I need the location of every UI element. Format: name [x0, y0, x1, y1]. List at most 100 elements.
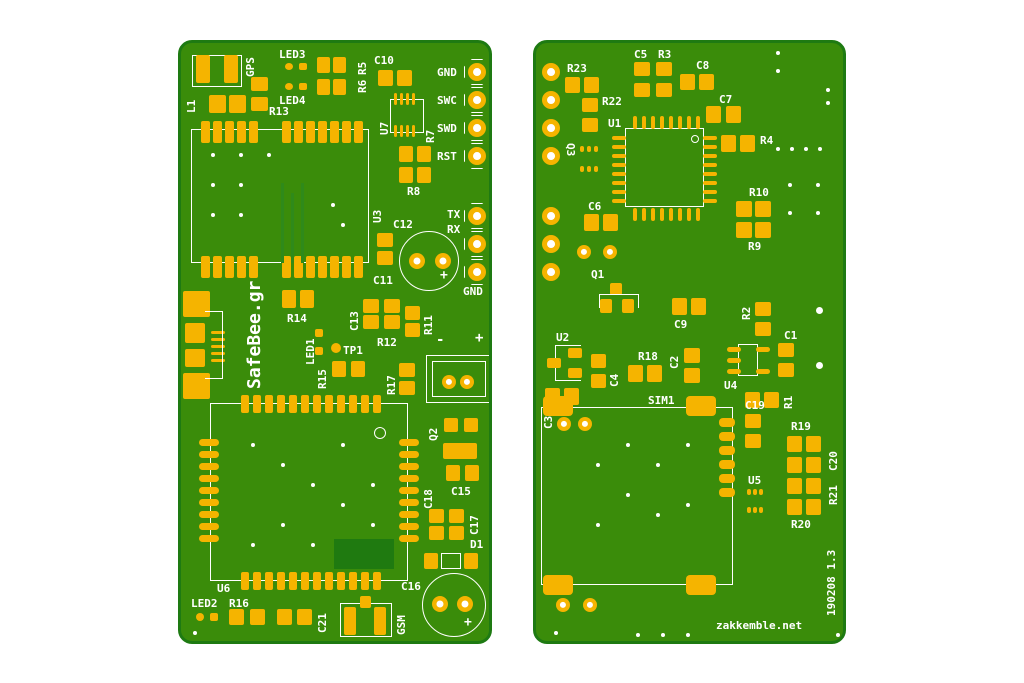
u6-pin — [399, 499, 419, 506]
via — [341, 503, 345, 507]
r16-pad — [250, 609, 265, 625]
via — [836, 633, 840, 637]
u3-gps-module-outline — [191, 129, 369, 263]
u1-pin — [633, 208, 637, 221]
q3-pin — [594, 166, 598, 172]
c7-pad — [706, 106, 721, 123]
u6-pin — [199, 439, 219, 446]
usb-pin — [211, 338, 225, 341]
c7-pad — [726, 106, 741, 123]
tx-pin[interactable] — [468, 207, 486, 225]
u6-pin — [399, 463, 419, 470]
u1-pin — [687, 116, 691, 129]
u3-pin — [213, 256, 222, 278]
via — [211, 213, 215, 217]
u6-pin — [289, 395, 297, 413]
u6-pin — [373, 572, 381, 590]
r5-label: R5 — [356, 61, 369, 75]
via — [776, 147, 780, 151]
u5-pin — [759, 489, 763, 495]
r18-label: R18 — [638, 350, 658, 363]
edge-pin — [542, 63, 560, 81]
edge-pin — [542, 263, 560, 281]
via — [371, 483, 375, 487]
rst-pin[interactable] — [468, 147, 486, 165]
header-pin-outline — [464, 143, 489, 169]
u6-pin — [265, 395, 273, 413]
c4-label: C4 — [608, 373, 621, 387]
u5-pin — [753, 507, 757, 513]
u7-pin — [412, 125, 415, 137]
battery-connector-inner — [432, 361, 486, 397]
usb-pin — [211, 331, 225, 334]
c17-label: C17 — [468, 515, 481, 535]
c12-label: C12 — [393, 218, 413, 231]
gnd-pin[interactable] — [468, 63, 486, 81]
u6-pin — [349, 572, 357, 590]
usb-pin — [211, 345, 225, 348]
c6-pad — [603, 214, 618, 231]
u1-pin — [660, 116, 664, 129]
r9-pad — [736, 222, 752, 238]
u6-label: U6 — [217, 582, 231, 595]
via — [656, 513, 660, 517]
r3-label: R3 — [658, 48, 672, 61]
c15-pad — [446, 465, 460, 481]
c7-label: C7 — [719, 93, 733, 106]
header-pin-outline — [464, 203, 489, 229]
r10-label: R10 — [749, 186, 769, 199]
via — [686, 503, 690, 507]
edge-pin — [542, 147, 560, 165]
led3-label: LED3 — [279, 48, 306, 61]
u1-pin — [642, 208, 646, 221]
c1-pad — [778, 363, 794, 377]
led4-label: LED4 — [279, 94, 306, 107]
q1-outline — [599, 294, 639, 308]
u1-pin — [660, 208, 664, 221]
c6-pad — [584, 214, 599, 231]
q1-hole — [603, 245, 617, 259]
c13-pad — [363, 315, 379, 329]
led2-pad — [210, 613, 218, 621]
c16-outline — [422, 573, 486, 637]
led4-pad — [285, 83, 293, 90]
r8-pad — [417, 167, 431, 183]
swc-pin-label: SWC — [437, 94, 457, 107]
via — [331, 203, 335, 207]
c12-outline — [399, 231, 459, 291]
rx-pin[interactable] — [468, 235, 486, 253]
via — [788, 211, 792, 215]
battery-minus-label: - — [436, 332, 445, 348]
via — [818, 147, 822, 151]
swc-pin[interactable] — [468, 91, 486, 109]
via — [554, 631, 558, 635]
via — [826, 88, 830, 92]
u4-pin — [727, 358, 741, 363]
u1-pin — [612, 199, 626, 203]
c19-label: C19 — [745, 399, 765, 412]
u6-pin — [301, 572, 309, 590]
u3-pin — [201, 121, 210, 143]
via — [816, 211, 820, 215]
r15-pad — [332, 361, 346, 377]
c8-pad — [699, 74, 714, 90]
u5-label: U5 — [748, 474, 762, 487]
u7-pin — [412, 93, 415, 105]
via — [686, 633, 690, 637]
led2-pad — [196, 613, 204, 621]
u3-pin — [225, 256, 234, 278]
pad — [251, 77, 268, 91]
via — [193, 631, 197, 635]
r6-label: R6 — [356, 79, 369, 93]
u6-pin — [199, 487, 219, 494]
via — [251, 543, 255, 547]
c13-label: C13 — [348, 311, 361, 331]
c8-label: C8 — [696, 59, 710, 72]
q1-label: Q1 — [591, 268, 605, 281]
c18-pad — [429, 509, 444, 523]
swd-pin[interactable] — [468, 119, 486, 137]
via — [341, 223, 345, 227]
uart-gnd-pin[interactable] — [468, 263, 486, 281]
r11-pad — [405, 306, 420, 320]
u3-pin — [213, 121, 222, 143]
